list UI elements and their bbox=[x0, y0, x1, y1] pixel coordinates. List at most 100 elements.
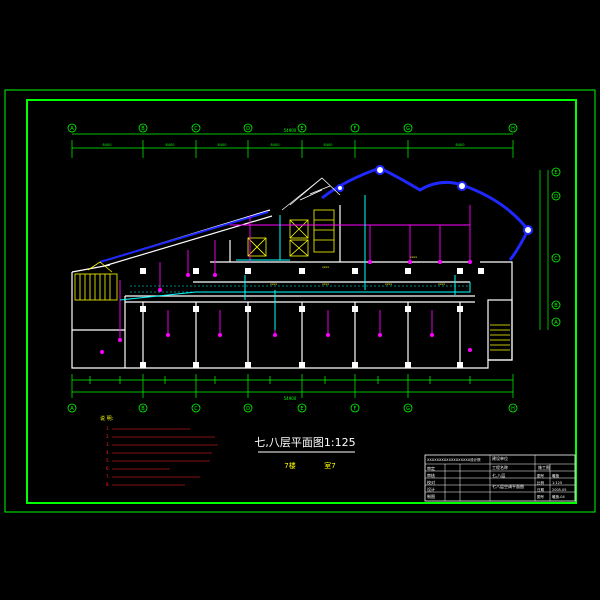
title-block-project-value: 工程名称 bbox=[492, 464, 508, 470]
notes-block: 说 明: 1. 2. 3. 4. 5. 6. 7. 8. bbox=[100, 415, 218, 487]
roof-truss bbox=[281, 177, 341, 211]
grid-bubble: B bbox=[551, 300, 561, 310]
note-line: 4. bbox=[106, 450, 110, 455]
grid-bubble: A bbox=[551, 317, 561, 327]
svg-text:A: A bbox=[70, 126, 74, 132]
bay-dim-3: 8400 bbox=[218, 143, 227, 147]
top-overall-dimension: 54900 bbox=[284, 128, 297, 133]
grid-bubble: H bbox=[508, 123, 518, 133]
svg-text:A: A bbox=[554, 320, 558, 326]
magenta-diffusers bbox=[100, 260, 472, 354]
bottom-grid-bubbles: A B C D E F G H bbox=[67, 403, 518, 413]
grid-bubble: D bbox=[551, 191, 561, 201]
grid-bubble: D bbox=[243, 403, 253, 413]
grid-bubble: C bbox=[191, 123, 201, 133]
title-block-value: 1:125 bbox=[552, 481, 562, 485]
grid-bubble: A bbox=[67, 123, 77, 133]
title-block-header: XXXXXXXXXXXXXXXXXX设计院 bbox=[427, 457, 481, 462]
svg-text:B: B bbox=[554, 303, 558, 309]
svg-text:D: D bbox=[246, 126, 250, 132]
elevator-shafts bbox=[247, 209, 335, 257]
svg-text:A: A bbox=[70, 406, 74, 412]
grid-bubble: C bbox=[551, 253, 561, 263]
grid-bubble: E bbox=[551, 167, 561, 177]
bottom-dimension-lines bbox=[71, 374, 514, 398]
grid-bubble: H bbox=[508, 403, 518, 413]
note-line: 6. bbox=[106, 466, 110, 471]
title-block-cell: 日期 bbox=[537, 487, 545, 492]
title-block-row: 设计 bbox=[427, 486, 435, 492]
svg-text:xxxx: xxxx bbox=[410, 255, 417, 259]
right-staircase bbox=[490, 324, 510, 351]
svg-text:C: C bbox=[554, 256, 558, 262]
top-dimension-lines bbox=[71, 133, 514, 158]
svg-text:G: G bbox=[406, 126, 410, 132]
svg-text:H: H bbox=[511, 406, 515, 412]
svg-text:xxxx: xxxx bbox=[438, 282, 445, 286]
title-block-row: 校对 bbox=[427, 479, 435, 485]
svg-text:E: E bbox=[300, 126, 303, 132]
svg-text:E: E bbox=[300, 406, 303, 412]
plan-subtitle-left: 7楼 bbox=[284, 461, 295, 470]
bay-dim-4: 8400 bbox=[271, 143, 280, 147]
dashed-ducts bbox=[130, 285, 470, 293]
title-block-drawing-name: 七,八层 bbox=[492, 472, 505, 478]
grid-bubble: C bbox=[191, 403, 201, 413]
note-line: 1. bbox=[106, 426, 110, 431]
svg-text:D: D bbox=[554, 194, 558, 200]
title-block-row: 审定 bbox=[427, 465, 435, 471]
grid-bubble: F bbox=[350, 123, 360, 133]
title-block-cell: 图号 bbox=[537, 494, 545, 499]
grid-bubble: F bbox=[350, 403, 360, 413]
svg-text:xxxx: xxxx bbox=[385, 282, 392, 286]
svg-text:H: H bbox=[511, 126, 515, 132]
grid-bubble: D bbox=[243, 123, 253, 133]
inner-border bbox=[26, 99, 577, 504]
notes-header: 说 明: bbox=[100, 415, 114, 422]
structural-columns bbox=[140, 268, 484, 368]
grid-bubble: B bbox=[138, 123, 148, 133]
note-line: 8. bbox=[106, 482, 110, 487]
top-bay-dimensions: 8400 8400 8400 8400 8400 8400 bbox=[103, 143, 465, 147]
grid-bubble: E bbox=[297, 123, 307, 133]
title-block-row: 制图 bbox=[427, 493, 435, 499]
outer-border bbox=[4, 89, 596, 513]
building-walls bbox=[71, 205, 513, 369]
grid-bubble: G bbox=[403, 403, 413, 413]
magenta-ducts bbox=[119, 205, 471, 340]
bay-dim-5: 8400 bbox=[324, 143, 333, 147]
svg-text:xxxx: xxxx bbox=[322, 265, 329, 269]
title-block-value: 暖施 bbox=[552, 473, 560, 478]
note-line: 5. bbox=[106, 458, 110, 463]
bay-dim-2: 8400 bbox=[166, 143, 175, 147]
top-grid-bubbles: A B C D E F G H bbox=[67, 123, 518, 133]
svg-text:C: C bbox=[194, 406, 198, 412]
cyan-pipes bbox=[119, 195, 471, 330]
svg-text:G: G bbox=[406, 406, 410, 412]
svg-text:E: E bbox=[554, 170, 557, 176]
svg-text:xxxx: xxxx bbox=[270, 282, 277, 286]
title-block-drawing-desc: 七八层空调平面图 bbox=[492, 483, 524, 489]
note-line: 7. bbox=[106, 474, 110, 479]
bottom-overall-dimension: 54900 bbox=[284, 396, 297, 401]
duct-labels: xxxx xxxx xxxx xxxx xxxx xxxx bbox=[270, 255, 445, 286]
note-line: 3. bbox=[106, 442, 110, 447]
plan-subtitle-right: 室7 bbox=[324, 461, 335, 470]
plan-title: 七,八层平面图1:125 bbox=[254, 436, 355, 449]
svg-text:D: D bbox=[246, 406, 250, 412]
svg-text:C: C bbox=[194, 126, 198, 132]
bay-dim-1: 8400 bbox=[103, 143, 112, 147]
bay-dim-6: 8400 bbox=[456, 143, 465, 147]
title-block-value: 暖施-04 bbox=[552, 494, 565, 499]
curtain-wall-nodes bbox=[336, 165, 533, 235]
right-grid-bubbles: E D C B A bbox=[539, 167, 561, 330]
grid-bubble: B bbox=[138, 403, 148, 413]
title-block-cell: 比例 bbox=[537, 480, 545, 485]
title-block-row: 审核 bbox=[427, 472, 435, 478]
title-block-stage: 施工图 bbox=[538, 464, 550, 470]
svg-text:xxxx: xxxx bbox=[322, 282, 329, 286]
title-block-project-label: 建设单位 bbox=[492, 455, 508, 461]
left-staircase bbox=[74, 261, 118, 301]
grid-bubble: G bbox=[403, 123, 413, 133]
